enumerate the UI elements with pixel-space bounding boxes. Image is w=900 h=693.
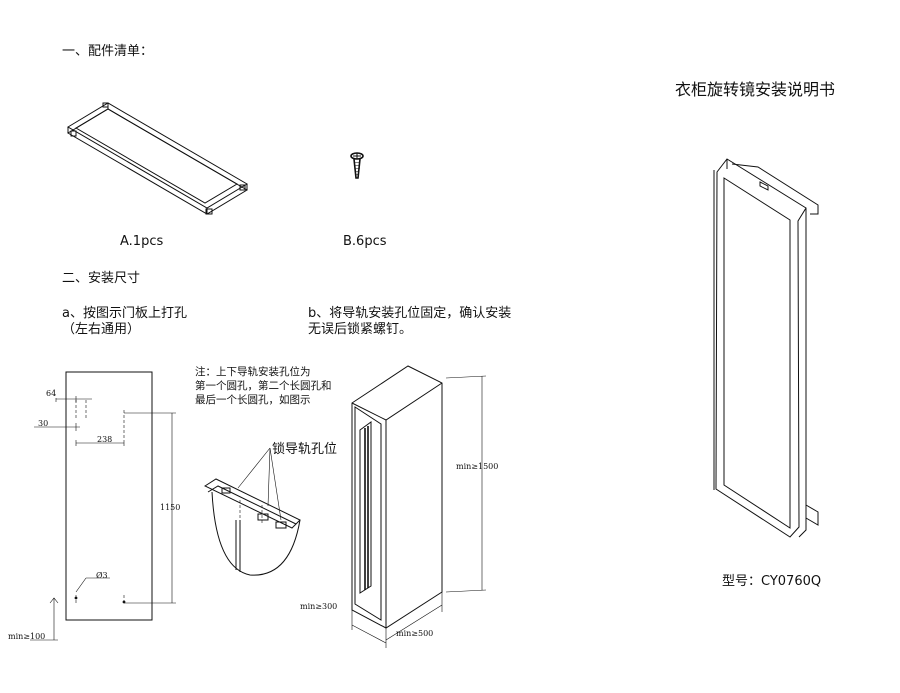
dim-min100: min≥100	[8, 632, 46, 641]
dim-hole-diameter: Ø3	[96, 571, 108, 580]
step-a-line2: （左右通用）	[62, 322, 141, 337]
step-a-line1: a、按图示门板上打孔	[62, 306, 187, 321]
lock-rail-callout: 锁导轨孔位	[272, 442, 338, 457]
dim-1150: 1150	[160, 503, 181, 512]
step-b-line1: b、将导轨安装孔位固定，确认安装	[308, 306, 512, 321]
part-a-label: A.1pcs	[120, 234, 164, 249]
note-line2: 第一个圆孔，第二个长圆孔和	[195, 380, 332, 392]
note-line3: 最后一个长圆孔，如图示	[195, 394, 311, 406]
install-dimensions-heading: 二、安装尺寸	[62, 271, 141, 286]
dim-min1500: min≥1500	[456, 462, 499, 471]
dim-30: 30	[38, 419, 49, 428]
dim-min300: min≥300	[300, 602, 338, 611]
part-b-label: B.6pcs	[343, 234, 387, 249]
model-number: 型号：CY0760Q	[722, 574, 822, 589]
parts-list-heading: 一、配件清单：	[62, 44, 154, 59]
cabinet-box-drawing	[351, 365, 487, 648]
note-line1: 注：上下导轨安装孔位为	[195, 366, 311, 378]
dim-64: 64	[46, 389, 57, 398]
door-panel-drawing	[30, 371, 176, 641]
step-b-line2: 无误后锁紧螺钉。	[308, 322, 413, 337]
dim-238: 238	[97, 435, 113, 444]
rail-detail-drawing	[203, 447, 301, 576]
part-b-screw-icon	[350, 152, 364, 179]
part-a-frame-drawing	[67, 102, 248, 215]
dim-min500: min≥500	[396, 629, 434, 638]
main-title: 衣柜旋转镜安装说明书	[675, 80, 836, 99]
mirror-frame-drawing	[713, 158, 819, 538]
